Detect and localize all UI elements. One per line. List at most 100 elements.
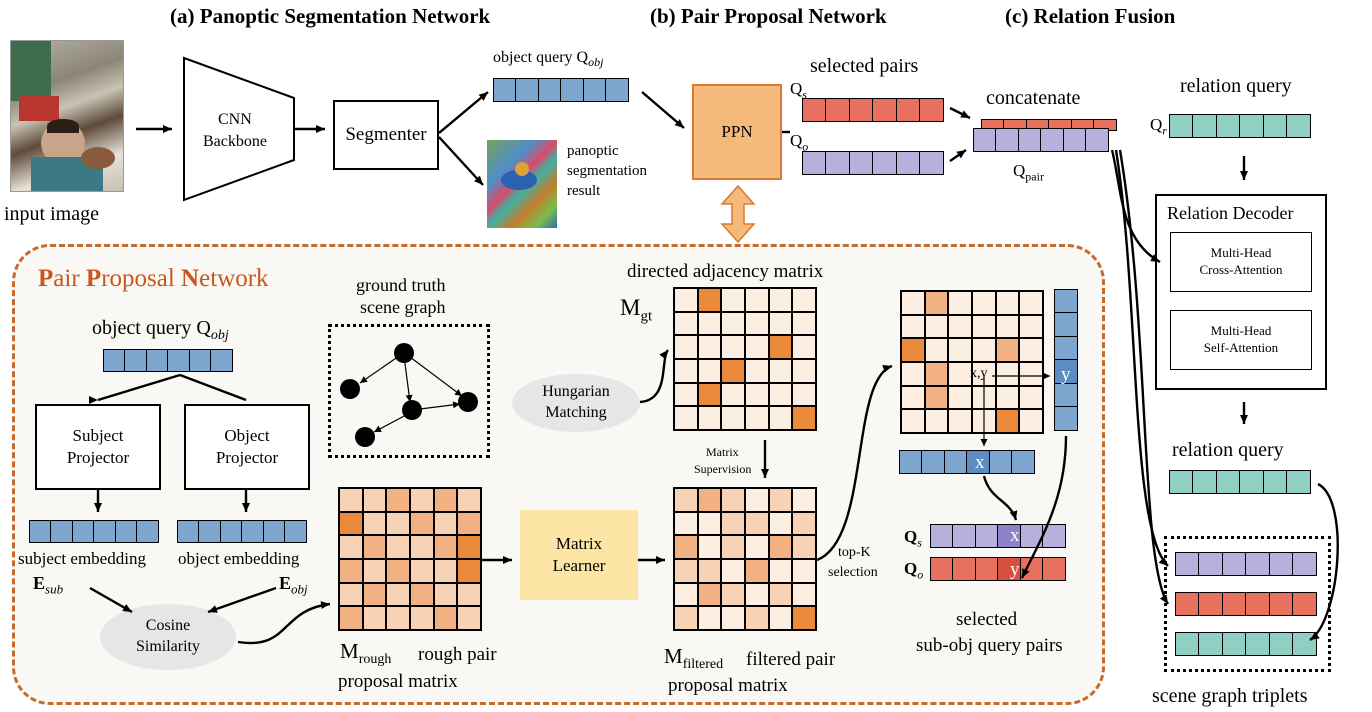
cnn-backbone-label-2: Backbone (203, 133, 267, 150)
matrix-cell (744, 606, 769, 630)
x-horizontal-vector (898, 450, 1035, 474)
matrix-cell (409, 582, 434, 607)
matrix-cell (674, 406, 698, 430)
rough-caption-2: proposal matrix (338, 671, 458, 692)
vector-cell (1085, 128, 1109, 152)
y-vertical-cell-label: y (1061, 364, 1071, 385)
matrix-cell (721, 335, 745, 359)
vector-cell (966, 450, 990, 474)
matrix-cell (409, 558, 434, 583)
matrix-cell (792, 382, 816, 407)
cross-attention-label-2: Cross-Attention (1199, 262, 1283, 277)
qo-top-vector (801, 151, 944, 175)
matrix-cell (768, 511, 793, 536)
matrix-cell (697, 288, 722, 312)
matrix-cell (409, 488, 434, 512)
vector-cell (921, 450, 945, 474)
matrix-cell (1019, 291, 1043, 315)
matrix-cell (1019, 361, 1043, 386)
vector-cell (1239, 114, 1264, 138)
matrix-cell (339, 558, 363, 583)
matrix-cell (697, 606, 722, 630)
matrix-cell (768, 382, 793, 407)
matrix-cell (362, 488, 387, 512)
matrix-cell (409, 606, 434, 630)
matrix-cell (697, 535, 722, 559)
vector-cell (1221, 632, 1247, 656)
matrix-cell (792, 582, 816, 607)
vector-cell (848, 151, 874, 175)
vector-cell (943, 450, 968, 474)
panel-object-query-sub: obj (210, 328, 229, 343)
title-roposal: roposal (101, 265, 182, 292)
vector-cell (919, 98, 944, 122)
matrix-cell (721, 358, 745, 383)
hungarian-label-1: Hungarian (542, 383, 610, 401)
vector-cell (974, 524, 999, 548)
matrix-cell (744, 311, 769, 336)
directed-adjacency-label: directed adjacency matrix (627, 261, 824, 282)
matrix-cell (721, 511, 745, 536)
vector-cell (1198, 552, 1223, 576)
matrix-cell (339, 511, 363, 536)
matrix-cell (386, 582, 410, 607)
rough-caption-1: rough pair (418, 644, 497, 665)
vector-cell (1042, 557, 1066, 581)
matrix-cell (792, 558, 816, 583)
matrix-cell (995, 385, 1020, 410)
matrix-cell (721, 582, 745, 607)
graph-node (340, 379, 360, 399)
matrix-cell (995, 314, 1020, 339)
matrix-cell (1019, 314, 1043, 339)
matrix-cell (744, 558, 769, 583)
input-image-label: input image (4, 203, 99, 225)
matrix-supervision-label-1: Matrix (706, 445, 739, 459)
matrix-cell (697, 382, 722, 407)
matrix-cell (924, 409, 949, 433)
cosine-label-1: Cosine (145, 617, 191, 635)
matrix-cell (744, 511, 769, 536)
subject-projector-label-2: Projector (66, 448, 130, 467)
vector-cell (1268, 632, 1294, 656)
matrix-cell (697, 511, 722, 536)
cosine-label-2: Similarity (136, 638, 200, 655)
vector-cell (1054, 288, 1078, 314)
mgt-label: Mgt (620, 296, 652, 325)
matrix-learner-label-2: Learner (552, 556, 606, 575)
selected-pairs-label: selected pairs (810, 55, 919, 77)
matrix-cell (721, 288, 745, 312)
matrix-cell (744, 288, 769, 312)
mfiltered-text: M (664, 644, 683, 668)
matrix-cell (901, 385, 925, 410)
panel-object-query-text: object query Q (92, 317, 211, 339)
matrix-cell (901, 314, 925, 339)
vector-cell (974, 557, 999, 581)
matrix-cell (386, 606, 410, 630)
vector-cell (801, 151, 827, 175)
qr-text: Q (1150, 115, 1163, 134)
mgt-sub: gt (640, 308, 653, 325)
object-query-top-label: object query Qobj (493, 50, 603, 69)
vector-cell (972, 128, 997, 152)
qo-top-sub: o (802, 139, 809, 154)
matrix-cell (995, 338, 1020, 362)
matrix-cell (362, 558, 387, 583)
vector-cell (1245, 552, 1270, 576)
matrix-cell (674, 535, 698, 559)
vector-cell (1192, 470, 1217, 494)
triplet-red-vector (1174, 592, 1317, 616)
matrix-cell (971, 314, 996, 339)
object-embedding-label: object embedding (178, 549, 300, 568)
concatenate-label: concatenate (986, 87, 1081, 109)
graph-node (458, 392, 478, 412)
qs-top-sub: s (802, 87, 807, 102)
matrix-cell (433, 606, 458, 630)
qs-bottom-label: Qs (904, 528, 922, 548)
matrix-cell (362, 606, 387, 630)
panoptic-label-3: result (567, 183, 601, 199)
qpair-text: Q (1013, 161, 1026, 180)
matrix-cell (744, 335, 769, 359)
